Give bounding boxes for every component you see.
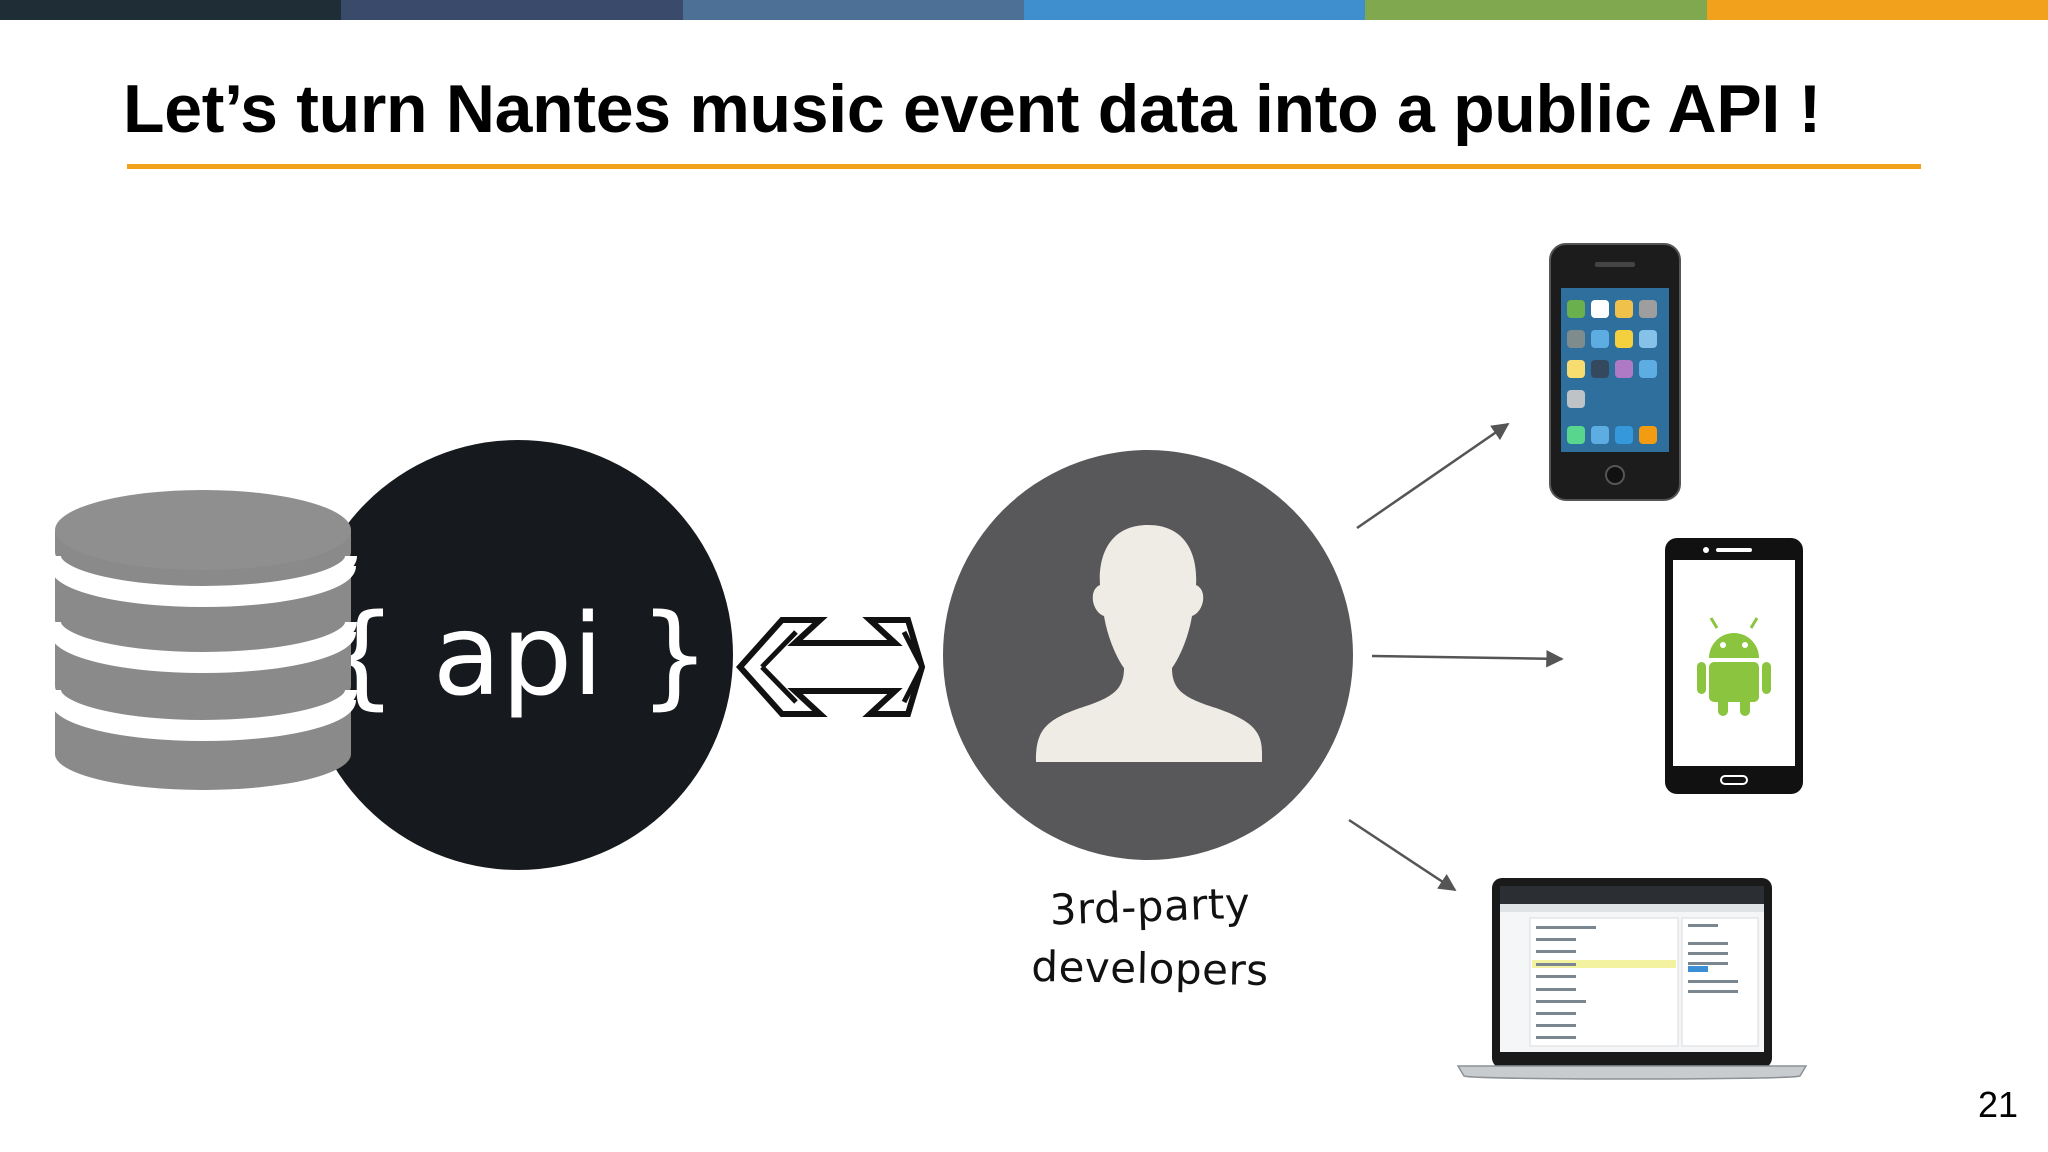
title-underline — [127, 164, 1921, 169]
iphone-icon — [1549, 243, 1681, 501]
stripe-segment-1 — [0, 0, 342, 20]
arrow-to-laptop — [1348, 818, 1457, 892]
stripe-segment-2 — [341, 0, 683, 20]
developer-caption-line-1: 3rd-party — [1048, 878, 1252, 935]
laptop-icon — [1456, 878, 1808, 1080]
bidirectional-arrow-icon — [735, 617, 926, 717]
arrow-to-android — [1371, 650, 1564, 668]
stripe-segment-3 — [682, 0, 1024, 20]
api-label: { api } — [326, 591, 711, 721]
slide-title: Let’s turn Nantes music event data into … — [123, 71, 1821, 147]
stripe-segment-4 — [1023, 0, 1366, 20]
header-color-stripe — [0, 0, 2048, 20]
developer-caption-line-2: developers — [1030, 941, 1270, 996]
arrow-to-iphone — [1356, 422, 1510, 530]
developer-avatar-icon — [943, 450, 1353, 860]
page-number: 21 — [1977, 1084, 2018, 1125]
stripe-segment-5 — [1365, 0, 1707, 20]
api-circle: { api } — [303, 440, 733, 870]
android-phone-icon — [1665, 538, 1803, 794]
stripe-segment-6 — [1706, 0, 2048, 20]
developer-caption: 3rd-party developers — [1020, 876, 1280, 1000]
database-icon — [49, 490, 357, 790]
